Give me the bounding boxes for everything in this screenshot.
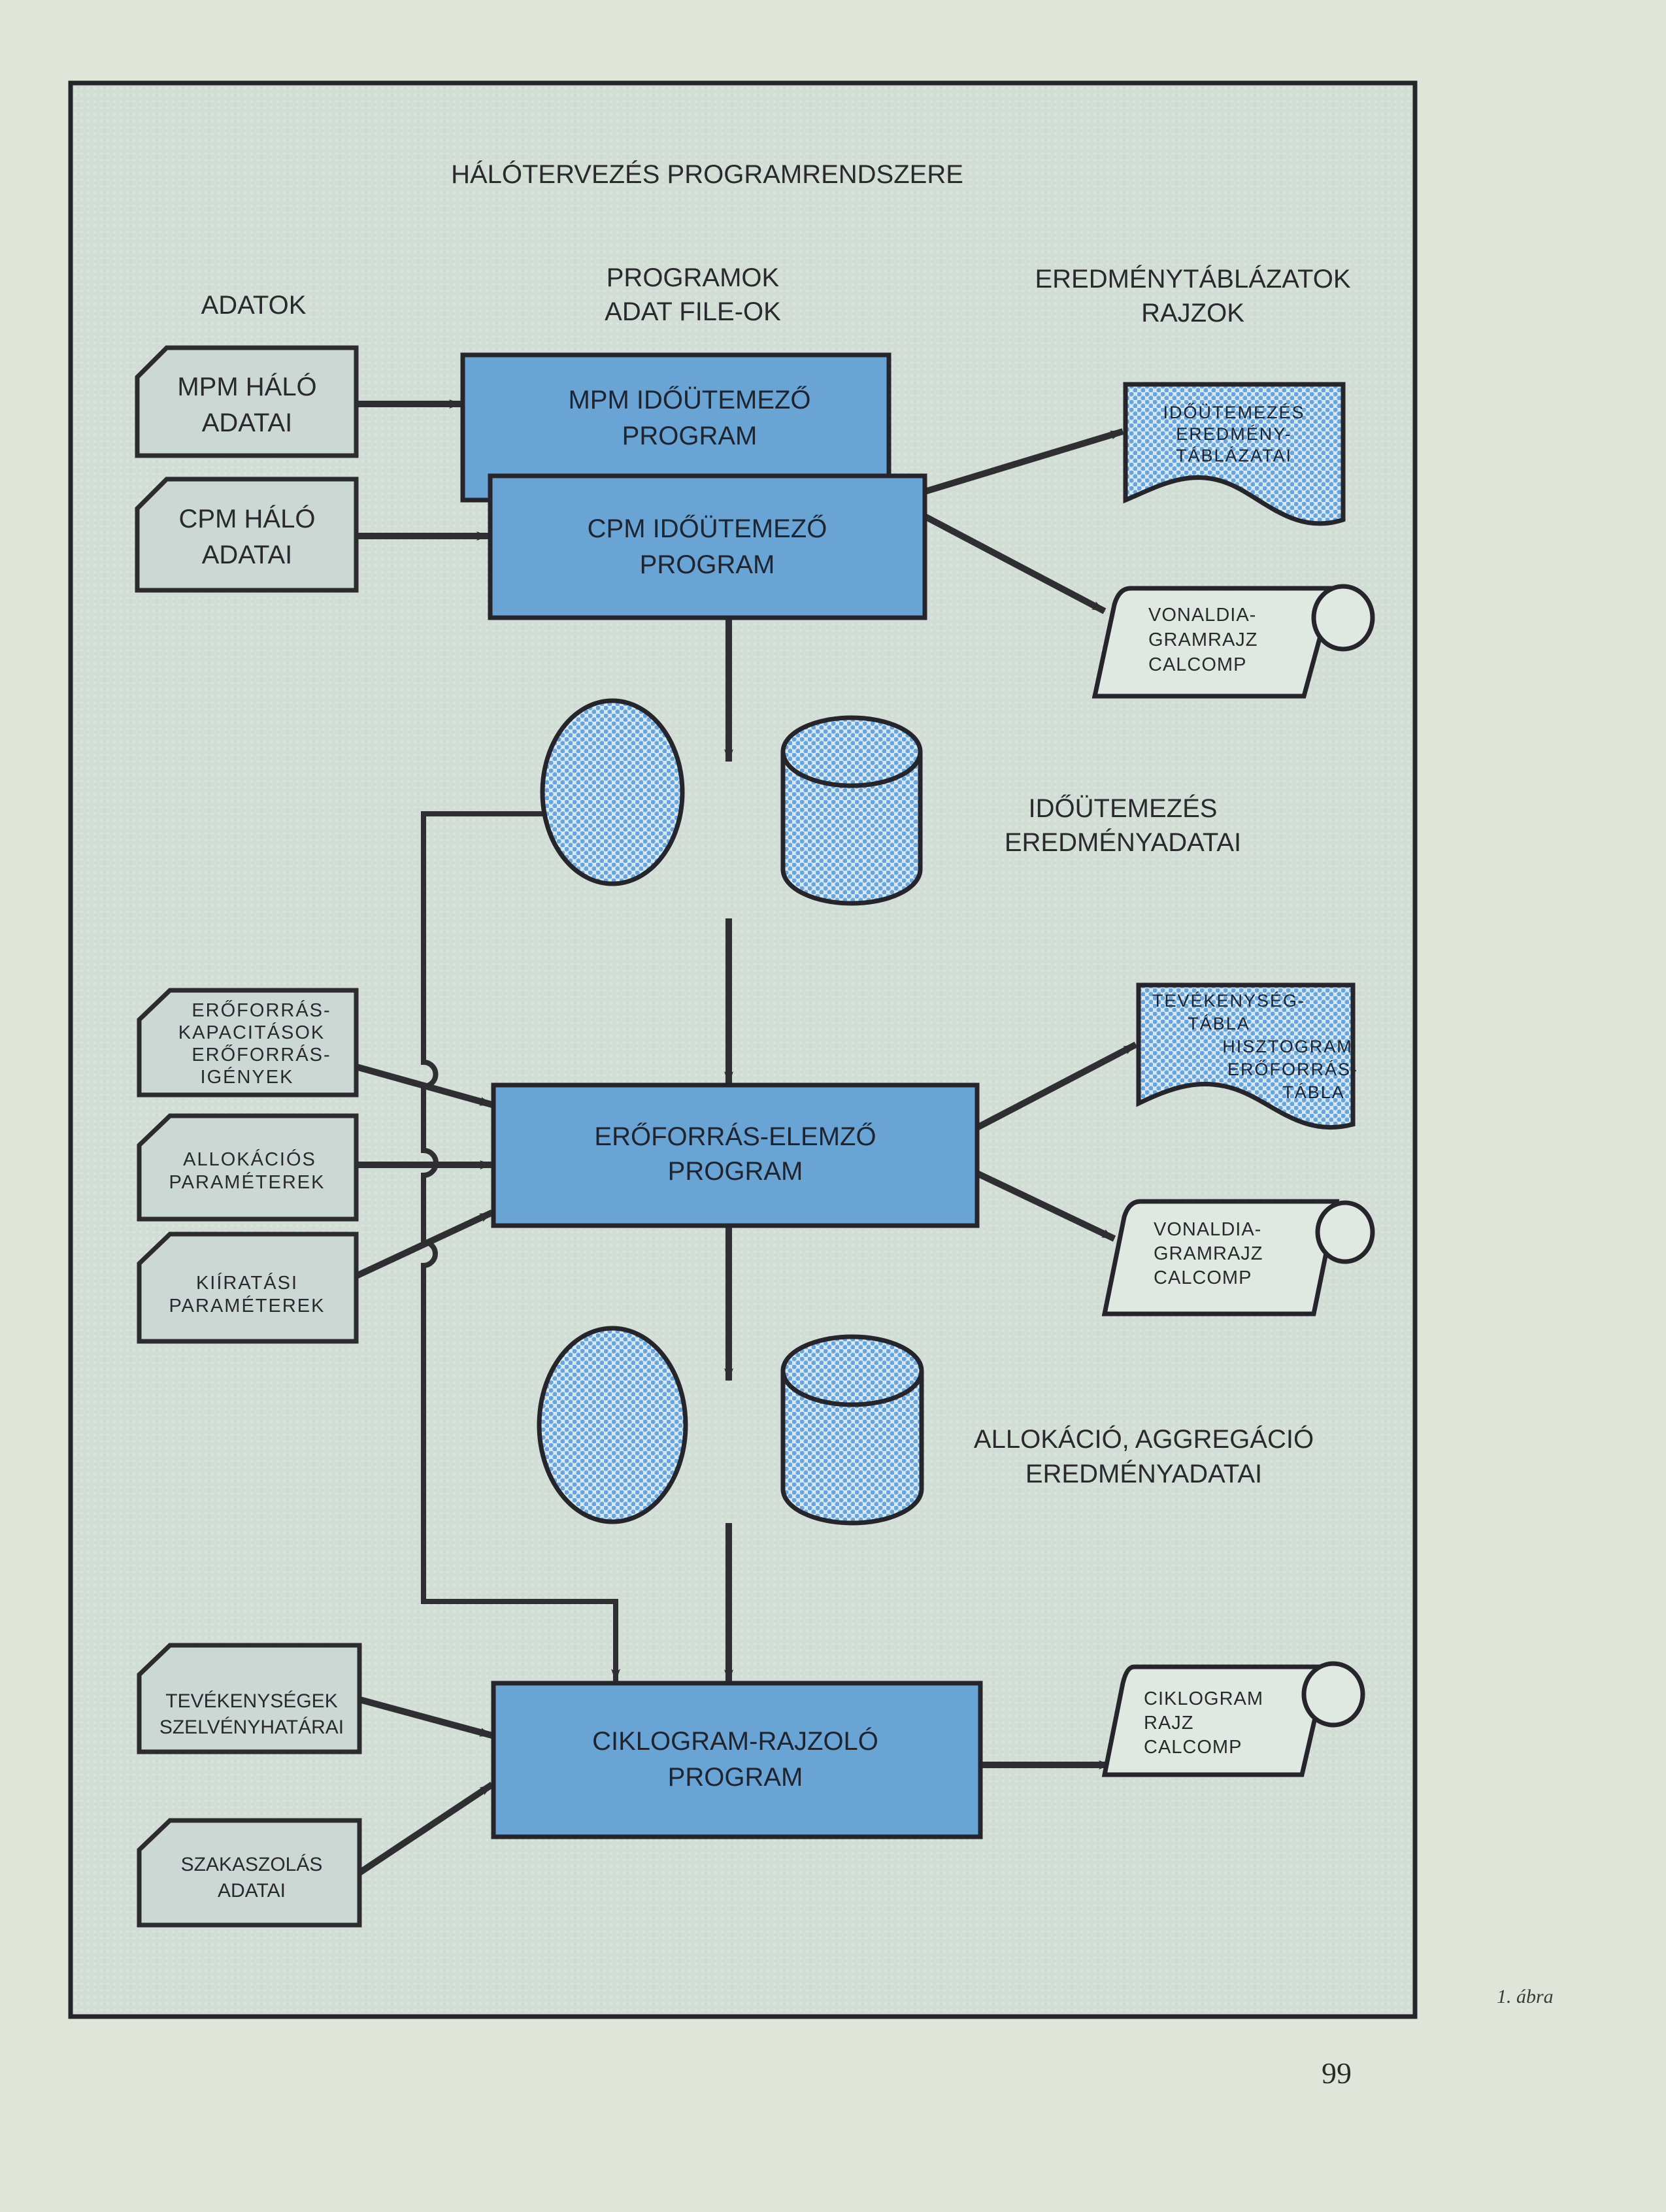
drum-top bbox=[780, 715, 923, 788]
output-cyclogram-drawing[interactable]: CIKLOGRAM RAJZ CALCOMP bbox=[1101, 1661, 1365, 1777]
arrow-to-result-tables bbox=[924, 428, 1124, 495]
drum-body bbox=[780, 1371, 924, 1526]
plot3-line3: CALCOMP bbox=[1144, 1737, 1242, 1758]
bypass-line-schedule-results bbox=[421, 811, 620, 1682]
page-number: 99 bbox=[1322, 2056, 1352, 2090]
arrow-to-line-diagram-1 bbox=[923, 513, 1107, 614]
output-doc2-line1: TEVÉKENYSÉG- bbox=[1152, 991, 1305, 1011]
output-line-diagram-1[interactable]: VONALDIA- GRAMRAJZ CALCOMP bbox=[1091, 584, 1375, 699]
store-allocation-label1: ALLOKÁCIÓ, AGGREGÁCIÓ bbox=[974, 1424, 1314, 1454]
program-cyclogram-plotter[interactable]: CIKLOGRAM-RAJZOLÓ PROGRAM bbox=[491, 1681, 983, 1839]
output-doc1-line3: TÁBLÁZATAI bbox=[1176, 446, 1292, 465]
program-cpm-line2: PROGRAM bbox=[640, 550, 775, 579]
output-doc2-line4: ERŐFORRÁS- bbox=[1227, 1059, 1358, 1079]
output-doc1-line2: EREDMÉNY- bbox=[1176, 424, 1292, 444]
disk-icon bbox=[540, 698, 685, 886]
input-card-print-params[interactable]: KIÍRATÁSI PARAMÉTEREK bbox=[137, 1232, 359, 1344]
drum-top bbox=[780, 1334, 924, 1407]
input-card-cpm[interactable]: CPM HÁLÓ ADATAI bbox=[135, 477, 359, 593]
header-data: ADATOK bbox=[201, 291, 307, 320]
section-limits-line1: TEVÉKENYSÉGEK bbox=[165, 1690, 337, 1712]
plot1-line2: GRAMRAJZ bbox=[1148, 629, 1258, 650]
header-data-files: ADAT FILE-OK bbox=[605, 297, 781, 326]
plotter-paper-icon bbox=[1101, 1199, 1340, 1316]
drum-body bbox=[780, 752, 923, 906]
input-card-cpm-line1: CPM HÁLÓ bbox=[179, 504, 316, 533]
store-scheduling-label1: IDŐÜTEMEZÉS bbox=[1029, 794, 1218, 823]
program-cyclogram-line2: PROGRAM bbox=[668, 1763, 803, 1792]
output-doc2-line2: TÁBLA bbox=[1188, 1014, 1250, 1033]
connectors bbox=[354, 399, 1138, 1876]
program-resource-line1: ERŐFORRÁS-ELEMZŐ bbox=[594, 1122, 876, 1151]
paper-roll-icon bbox=[1315, 1200, 1375, 1264]
program-cyclogram-line1: CIKLOGRAM-RAJZOLÓ bbox=[592, 1726, 878, 1756]
resource-line1: ERŐFORRÁS- bbox=[192, 999, 331, 1021]
store-scheduling-results[interactable]: IDŐÜTEMEZÉS EREDMÉNYADATAI bbox=[540, 698, 1241, 906]
document-icon bbox=[1123, 382, 1346, 526]
print-line2: PARAMÉTEREK bbox=[169, 1295, 325, 1316]
input-card-mpm-line1: MPM HÁLÓ bbox=[177, 372, 316, 401]
plot2-line1: VONALDIA- bbox=[1154, 1219, 1261, 1240]
store-allocation-results[interactable]: ALLOKÁCIÓ, AGGREGÁCIÓ EREDMÉNYADATAI bbox=[537, 1326, 1314, 1526]
plot2-line2: GRAMRAJZ bbox=[1154, 1243, 1263, 1264]
output-doc1-line1: IDŐÜTEMEZÉS bbox=[1163, 402, 1305, 422]
input-card-resource-capacities[interactable]: ERŐFORRÁS- KAPACITÁSOK ERŐFORRÁS- IGÉNYE… bbox=[137, 988, 359, 1098]
plotter-paper-icon bbox=[1091, 586, 1337, 699]
input-card-cpm-line2: ADATAI bbox=[202, 541, 293, 569]
resource-line4: IGÉNYEK bbox=[201, 1066, 294, 1088]
section-limits-line2: SZELVÉNYHATÁRAI bbox=[159, 1717, 344, 1738]
allocation-line2: PARAMÉTEREK bbox=[169, 1171, 325, 1193]
input-card-allocation-params[interactable]: ALLOKÁCIÓS PARAMÉTEREK bbox=[137, 1113, 359, 1222]
output-activity-tables[interactable]: TEVÉKENYSÉG- TÁBLA HISZTOGRAM ERŐFORRÁS-… bbox=[1136, 982, 1358, 1130]
print-line1: KIÍRATÁSI bbox=[196, 1272, 298, 1294]
header-programs: PROGRAMOK bbox=[607, 263, 780, 292]
output-doc2-line3: HISZTOGRAM bbox=[1222, 1037, 1353, 1056]
arrow-to-activity-tables bbox=[975, 1041, 1138, 1131]
plot1-line3: CALCOMP bbox=[1148, 654, 1246, 675]
program-mpm-line2: PROGRAM bbox=[622, 422, 758, 450]
paper-roll-icon bbox=[1301, 1661, 1365, 1728]
figure-caption: 1. ábra bbox=[1497, 1986, 1554, 2007]
plot1-line1: VONALDIA- bbox=[1148, 605, 1256, 626]
input-card-section-limits[interactable]: TEVÉKENYSÉGEK SZELVÉNYHATÁRAI bbox=[137, 1643, 362, 1754]
program-cpm-line1: CPM IDŐÜTEMEZŐ bbox=[588, 514, 827, 543]
sectioning-line2: ADATAI bbox=[218, 1880, 286, 1902]
plotter-paper-icon bbox=[1101, 1664, 1330, 1777]
resource-line3: ERŐFORRÁS- bbox=[192, 1044, 331, 1065]
output-scheduling-result-tables[interactable]: IDŐÜTEMEZÉS EREDMÉNY- TÁBLÁZATAI bbox=[1123, 382, 1346, 526]
document-icon bbox=[1136, 982, 1356, 1130]
store-scheduling-label2: EREDMÉNYADATAI bbox=[1005, 828, 1241, 857]
plot3-line1: CIKLOGRAM bbox=[1144, 1688, 1263, 1709]
input-card-sectioning-data[interactable]: SZAKASZOLÁS ADATAI bbox=[137, 1818, 362, 1928]
sectioning-line1: SZAKASZOLÁS bbox=[181, 1854, 323, 1875]
output-line-diagram-2[interactable]: VONALDIA- GRAMRAJZ CALCOMP bbox=[1101, 1199, 1375, 1316]
paper-roll-icon bbox=[1311, 584, 1375, 652]
program-resource-line2: PROGRAM bbox=[668, 1157, 803, 1186]
header-result-tables: EREDMÉNYTÁBLÁZATOK bbox=[1035, 264, 1350, 293]
allocation-line1: ALLOKÁCIÓS bbox=[183, 1148, 316, 1170]
resource-line2: KAPACITÁSOK bbox=[178, 1022, 325, 1043]
program-resource-analyzer[interactable]: ERŐFORRÁS-ELEMZŐ PROGRAM bbox=[491, 1082, 980, 1228]
output-doc2-line5: TÁBLA bbox=[1282, 1082, 1345, 1102]
disk-icon bbox=[537, 1326, 688, 1524]
store-allocation-label2: EREDMÉNYADATAI bbox=[1025, 1459, 1262, 1488]
header-drawings: RAJZOK bbox=[1141, 299, 1244, 327]
arrow-section-limits bbox=[358, 1696, 493, 1739]
program-mpm-line1: MPM IDŐÜTEMEZŐ bbox=[568, 385, 810, 414]
input-card-mpm-line2: ADATAI bbox=[202, 409, 293, 437]
diagram-title: HÁLÓTERVEZÉS PROGRAMRENDSZERE bbox=[451, 159, 963, 189]
arrow-to-line-diagram-2 bbox=[975, 1170, 1116, 1242]
program-cpm-scheduler[interactable]: CPM IDŐÜTEMEZŐ PROGRAM bbox=[488, 473, 927, 620]
plot3-line2: RAJZ bbox=[1144, 1713, 1194, 1734]
arrow-sectioning-data bbox=[358, 1781, 494, 1876]
plot2-line3: CALCOMP bbox=[1154, 1267, 1252, 1288]
input-card-mpm[interactable]: MPM HÁLÓ ADATAI bbox=[135, 345, 359, 458]
